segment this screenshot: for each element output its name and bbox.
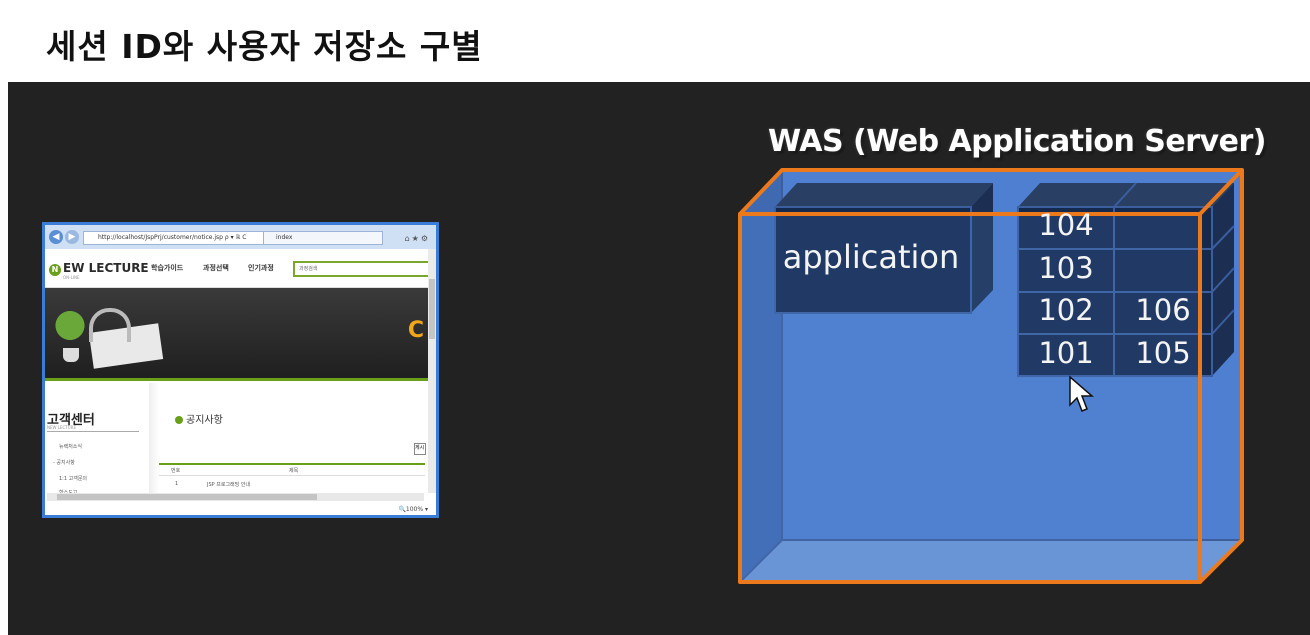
- session-cell-empty-2: [1113, 248, 1213, 293]
- content-title: 공지사항: [175, 411, 223, 426]
- session-cell-106: [1113, 291, 1213, 335]
- address-bar[interactable]: http://localhost/JspPrj/customer/notice.…: [83, 231, 269, 245]
- nav-item-course[interactable]: 과정선택: [203, 264, 229, 272]
- session-id-102: 102: [1038, 293, 1094, 327]
- browser-titlebar: ◀ ▶ http://localhost/JspPrj/customer/not…: [45, 225, 436, 249]
- zoom-icon: 🔍: [398, 506, 406, 513]
- application-block-top: [775, 183, 993, 207]
- nav-item-guide[interactable]: 학습가이드: [151, 264, 184, 272]
- horizontal-scroll-thumb[interactable]: [57, 494, 317, 500]
- site-banner: C: [45, 288, 428, 381]
- session-id-105: 105: [1135, 336, 1191, 370]
- sidebar-item-inquiry[interactable]: 1:1 고객문의: [59, 476, 88, 482]
- page-title: 세션 ID와 사용자 저장소 구별: [46, 27, 483, 66]
- was-box-outline: [738, 168, 1244, 584]
- session-id-103: 103: [1038, 251, 1094, 285]
- row-title[interactable]: JSP 프로그래밍 안내: [207, 482, 251, 488]
- banner-letter: C: [407, 318, 424, 343]
- session-cell-105: [1113, 333, 1213, 377]
- site-search-input[interactable]: 과정검색: [293, 261, 431, 277]
- notice-table-header: 번호 제목: [159, 463, 425, 476]
- content-title-text: 공지사항: [186, 415, 223, 426]
- headset-image: [89, 308, 131, 342]
- was-title: WAS (Web Application Server): [768, 124, 1266, 159]
- logo-text: EW LECTURE: [63, 261, 149, 275]
- session-id-101: 101: [1038, 336, 1094, 370]
- sidebar-title: 고객센터: [47, 413, 95, 428]
- application-label: application: [782, 238, 960, 276]
- col-number: 번호: [171, 468, 181, 474]
- forward-icon[interactable]: ▶: [65, 230, 79, 244]
- browser-viewport: ◀ ▶ http://localhost/JspPrj/customer/not…: [45, 225, 436, 515]
- logo-subtitle: ON-LINE: [63, 275, 80, 280]
- address-bar-url: http://localhost/JspPrj/customer/notice.…: [98, 234, 223, 241]
- session-id-104: 104: [1038, 208, 1094, 242]
- logo-mark: N: [49, 264, 61, 276]
- was-box-floor-face: [740, 540, 1242, 582]
- sidebar-divider-line: [47, 431, 139, 432]
- home-star-gear-icon[interactable]: ⌂★⚙: [404, 234, 430, 243]
- pot-image: [63, 348, 79, 362]
- address-bar-controls: ρ ▾ ℝ C: [224, 234, 247, 241]
- search-button[interactable]: 게시: [414, 443, 426, 455]
- was-box-front-face: [740, 214, 1200, 582]
- zoom-value: 100%: [405, 506, 424, 513]
- sidebar-item-news[interactable]: 뉴렉처소식: [59, 444, 83, 450]
- bullet-icon: [175, 416, 183, 424]
- sidebar-item-notice[interactable]: - 공지사항: [53, 460, 75, 466]
- nav-item-popular[interactable]: 인기과정: [248, 264, 274, 272]
- sidebar-divider: [149, 383, 159, 493]
- was-box-left-face: [740, 170, 782, 582]
- row-number: 1: [175, 481, 179, 487]
- horizontal-scrollbar[interactable]: [47, 493, 424, 501]
- browser-window: ◀ ▶ http://localhost/JspPrj/customer/not…: [42, 222, 439, 518]
- browser-tab[interactable]: index: [263, 231, 383, 245]
- mouse-cursor-icon: [1069, 375, 1094, 412]
- vertical-scroll-thumb[interactable]: [429, 279, 435, 339]
- back-icon[interactable]: ◀: [49, 230, 63, 244]
- sidebar-subtitle: NEW LECTURE: [47, 425, 76, 430]
- vertical-scrollbar[interactable]: [428, 249, 436, 493]
- col-title: 제목: [289, 468, 299, 474]
- session-id-106: 106: [1135, 293, 1191, 327]
- application-block: [774, 206, 972, 314]
- zoom-level[interactable]: 🔍100% ▾: [398, 506, 428, 513]
